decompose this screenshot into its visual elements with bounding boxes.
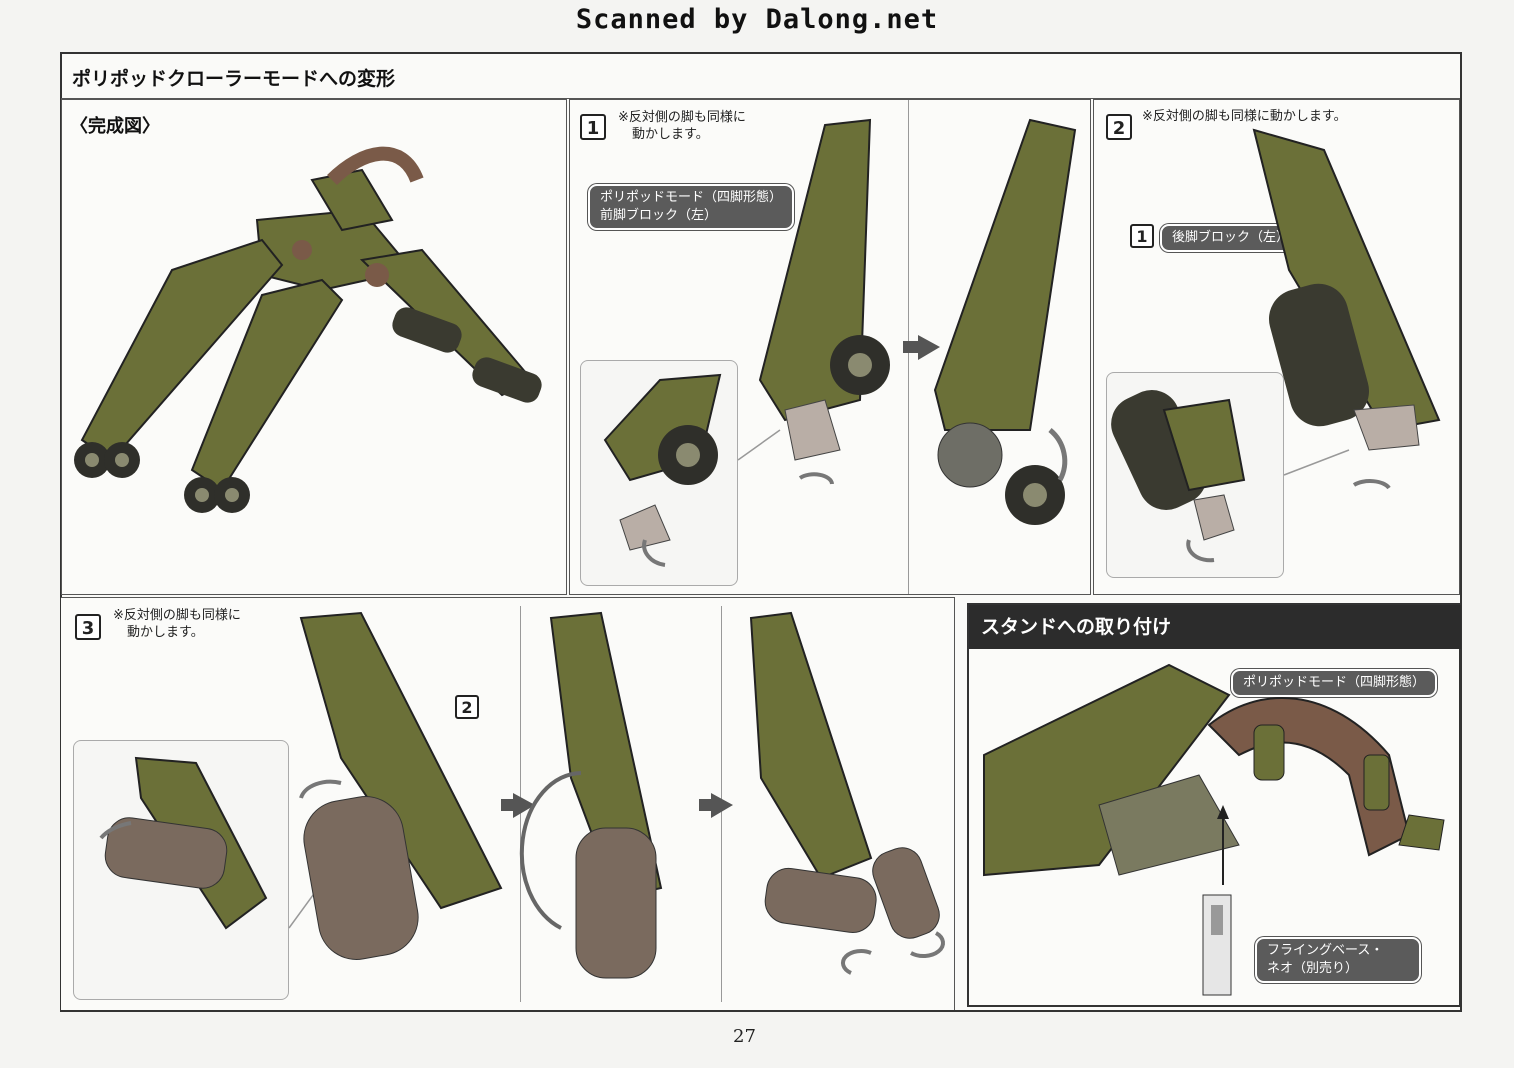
step-3-note-line1: ※反対側の脚も同様に — [113, 608, 241, 623]
completed-label: 〈完成図〉 — [70, 116, 160, 137]
step-2-sub-number: 1 — [1130, 224, 1154, 248]
stand-base-label: フライングベース・ ネオ（別売り） — [1255, 937, 1421, 983]
step-1-note-line1: ※反対側の脚も同様に — [618, 110, 746, 125]
step-1-part-label: ポリポッドモード（四脚形態） 前脚ブロック（左） — [588, 184, 795, 230]
step-3-note: ※反対側の脚も同様に 動かします。 — [113, 607, 241, 641]
watermark: Scanned by Dalong.net — [575, 4, 939, 35]
step-3-note-line2: 動かします。 — [127, 625, 204, 640]
step-1-illustration — [603, 118, 1077, 567]
completed-robot-illustration — [74, 146, 542, 513]
step-2-note: ※反対側の脚も同様に動かします。 — [1142, 109, 1347, 124]
stand-base-label-line1: フライングベース・ — [1267, 943, 1384, 958]
step-1-panel: 1 ※反対側の脚も同様に 動かします。 ポリポッドモード（四脚形態） 前脚ブロッ… — [569, 99, 1091, 595]
stand-base-label-line2: ネオ（別売り） — [1267, 961, 1359, 976]
section-title: ポリポッドクローラーモードへの変形 — [72, 68, 396, 90]
step-3-number: 3 — [75, 614, 101, 640]
step-1-part-label-line1: ポリポッドモード（四脚形態） — [600, 190, 783, 205]
page-number: 27 — [733, 1026, 756, 1047]
step-3-illustration — [99, 611, 945, 979]
stand-mode-label: ポリポッドモード（四脚形態） — [1231, 669, 1438, 697]
step-1-note: ※反対側の脚も同様に 動かします。 — [618, 109, 746, 143]
step-2-panel: 2 ※反対側の脚も同様に動かします。 1 後脚ブロック（左） — [1093, 99, 1460, 595]
title-underline — [61, 98, 1460, 99]
stand-title: スタンドへの取り付け — [969, 605, 1461, 649]
step-1-number: 1 — [580, 114, 606, 140]
step-2-part-label: 後脚ブロック（左） — [1160, 224, 1302, 252]
step-2-illustration — [1111, 128, 1441, 563]
step-1-part-label-line2: 前脚ブロック（左） — [600, 208, 718, 223]
step-3-panel: 3 ※反対側の脚も同様に 動かします。 2 — [61, 597, 955, 1010]
stand-panel: スタンドへの取り付け ポリポッドモード（四脚形態） フライングベース・ ネオ（別… — [967, 603, 1461, 1007]
step-1-note-line2: 動かします。 — [632, 127, 709, 142]
step-3-sub-number: 2 — [455, 695, 479, 719]
completed-panel: 〈完成図〉 — [61, 99, 567, 595]
stand-illustration — [983, 663, 1445, 996]
step-2-number: 2 — [1106, 114, 1132, 140]
